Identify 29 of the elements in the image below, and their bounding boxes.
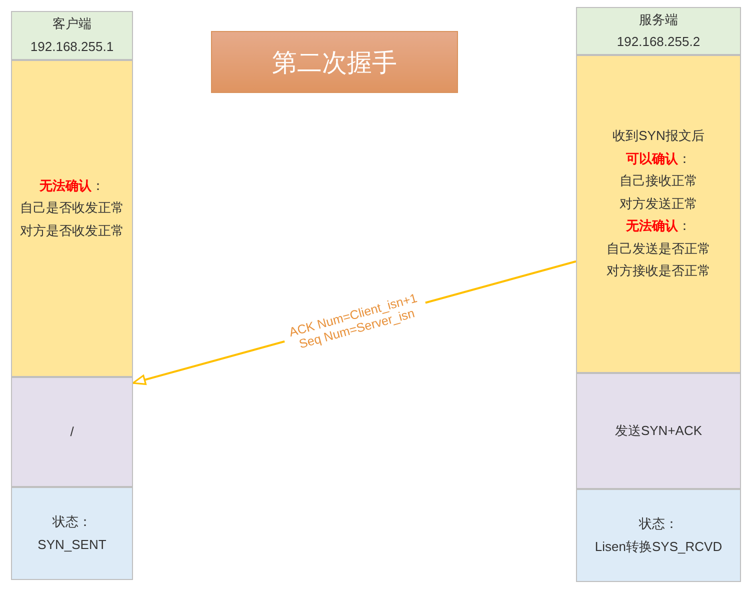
action-text: 发送SYN+ACK [614, 422, 702, 440]
action-text: / [70, 422, 74, 441]
host-label: 客户端 [52, 15, 92, 33]
ip-address-label: 192.168.255.2 [616, 33, 700, 51]
state-heading: 状态： [639, 515, 678, 533]
note-heading: 无法确认： [626, 217, 691, 236]
note-heading: 可以确认： [626, 150, 691, 168]
note-text: 自己接收正常 [620, 172, 698, 190]
server-header [576, 7, 741, 55]
note-text: 对方是否收发正常 [20, 222, 124, 240]
state-heading: 状态： [52, 513, 92, 531]
note-text: 收到SYN报文后 [612, 127, 704, 146]
note-text: 自己发送是否正常 [606, 240, 710, 258]
note-heading: 无法确认： [40, 176, 104, 195]
send-phase-box [576, 373, 741, 489]
title-banner: 第二次握手 [211, 31, 458, 93]
note-text: 对方接收是否正常 [606, 262, 710, 280]
state-box [576, 489, 741, 582]
ip-address-label: 192.168.255.1 [30, 38, 114, 56]
receive-phase-box [576, 55, 741, 373]
client-header [11, 11, 133, 60]
receive-phase-box [11, 60, 133, 377]
note-text: 对方发送正常 [620, 194, 698, 213]
host-label: 服务端 [639, 10, 678, 28]
state-box [11, 487, 133, 580]
note-text: 自己是否收发正常 [20, 199, 124, 218]
state-text: Lisen转换SYS_RCVD [594, 538, 722, 556]
send-phase-box [11, 377, 133, 487]
state-text: SYN_SENT [38, 536, 106, 554]
